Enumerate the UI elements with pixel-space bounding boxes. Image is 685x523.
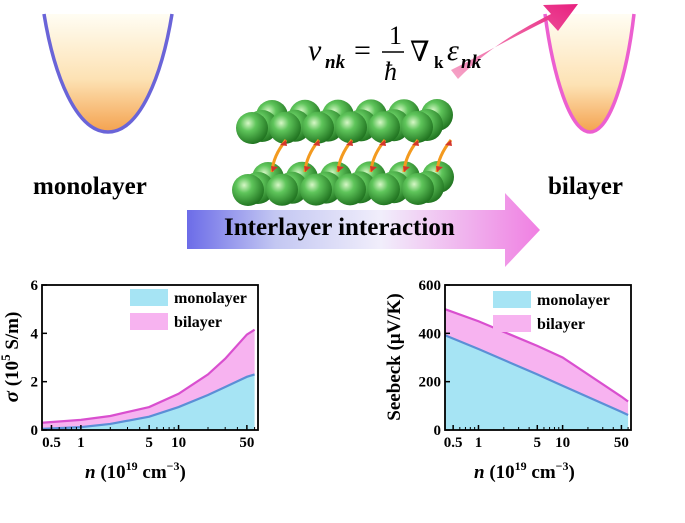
conductivity-chart: 0.5 1 5 10 50 0 2 4 6 monolayer bilayer n (1019 cm−… — [0, 278, 259, 483]
legend-label: bilayer — [174, 314, 222, 331]
monolayer-line — [41, 373, 255, 430]
legend-swatch — [130, 313, 168, 330]
y-tick-label: 200 — [419, 375, 442, 391]
bond-arrow — [402, 139, 420, 173]
atom — [269, 111, 301, 144]
x-axis-label: n (1019 cm−3) — [474, 459, 575, 483]
seebeck-chart: 0.5 1 5 10 50 0 200 400 600 monolayer bilayer n (10… — [384, 278, 632, 483]
x-tick-label: 10 — [171, 435, 186, 451]
legend-swatch — [130, 289, 168, 306]
x-tick-label: 0.5 — [444, 435, 463, 451]
x-tick-label: 50 — [239, 435, 254, 451]
x-tick-label: 5 — [145, 435, 153, 451]
y-tick-label: 2 — [31, 375, 39, 391]
bilayer-area — [445, 309, 629, 416]
atom — [266, 173, 298, 206]
legend-swatch — [493, 291, 531, 308]
atom — [335, 111, 367, 144]
bilayer-band-diagram — [543, 13, 636, 134]
eq-frac-num: 1 — [389, 21, 402, 50]
legend-label: monolayer — [537, 292, 610, 309]
legend-label: monolayer — [174, 290, 247, 307]
eq-lhs-var: v — [308, 34, 322, 67]
legend-swatch — [493, 315, 531, 332]
x-axis-label: n (1019 cm−3) — [85, 459, 186, 483]
eq-nabla-sub: k — [434, 53, 444, 72]
x-tick-label: 0.5 — [42, 435, 61, 451]
monolayer-area — [42, 374, 255, 430]
bilayer-line — [41, 328, 256, 424]
atom — [402, 173, 434, 205]
chart-legend: monolayer bilayer — [130, 289, 247, 331]
monolayer-band-diagram — [42, 13, 174, 134]
x-tick-label: 50 — [614, 435, 629, 451]
y-tick-label: 4 — [31, 326, 39, 342]
atom — [300, 173, 332, 206]
x-tick-label: 1 — [475, 435, 483, 451]
bond-arrow — [369, 139, 387, 173]
y-tick-label: 0 — [434, 423, 442, 439]
bottom-atom-layer — [232, 161, 454, 206]
bilayer-area — [42, 329, 255, 429]
x-tick-label: 1 — [77, 435, 85, 451]
x-tick-label: 5 — [534, 435, 542, 451]
y-tick-label: 600 — [419, 278, 442, 294]
monolayer-area — [445, 335, 629, 430]
chart-legend: monolayer bilayer — [493, 291, 610, 333]
pink-curved-arrow — [451, 4, 578, 79]
bilayer-label: bilayer — [548, 173, 623, 200]
atom — [236, 112, 268, 144]
bond-arrow — [270, 139, 288, 173]
atom — [368, 111, 400, 144]
atom — [401, 111, 433, 143]
y-tick-label: 0 — [31, 423, 39, 439]
interlayer-interaction-arrow — [187, 193, 540, 267]
bond-arrow — [435, 139, 453, 173]
interlayer-bond-arrows — [270, 139, 453, 173]
y-axis-label: σ (105 S/m) — [0, 312, 23, 403]
eq-lhs-sub: nk — [325, 52, 346, 73]
legend-label: bilayer — [537, 316, 585, 333]
bilayer-atomic-structure — [232, 99, 454, 206]
eq-nabla: ∇ — [410, 37, 430, 68]
atom — [232, 174, 264, 206]
monolayer-label: monolayer — [33, 173, 147, 200]
atom — [368, 173, 400, 206]
eq-equals: = — [354, 34, 371, 67]
interlayer-interaction-label: Interlayer interaction — [224, 214, 455, 241]
top-atom-layer — [236, 99, 453, 144]
bond-arrow — [336, 139, 354, 173]
eq-frac-den: ħ — [384, 57, 397, 86]
bilayer-line — [444, 308, 629, 403]
atom — [302, 111, 334, 144]
y-tick-label: 400 — [419, 326, 442, 342]
bond-arrow — [303, 139, 321, 173]
monolayer-line — [444, 334, 629, 417]
x-tick-label: 10 — [555, 435, 570, 451]
y-axis-label: Seebeck (μV/K) — [384, 293, 405, 420]
plot-frame — [41, 284, 259, 431]
atom — [334, 173, 366, 206]
eq-rhs-sub: nk — [461, 52, 482, 73]
group-velocity-equation: v nk = 1 ħ ∇ k ε nk — [308, 21, 482, 86]
eq-rhs-var: ε — [447, 34, 459, 67]
y-tick-label: 6 — [31, 278, 39, 294]
